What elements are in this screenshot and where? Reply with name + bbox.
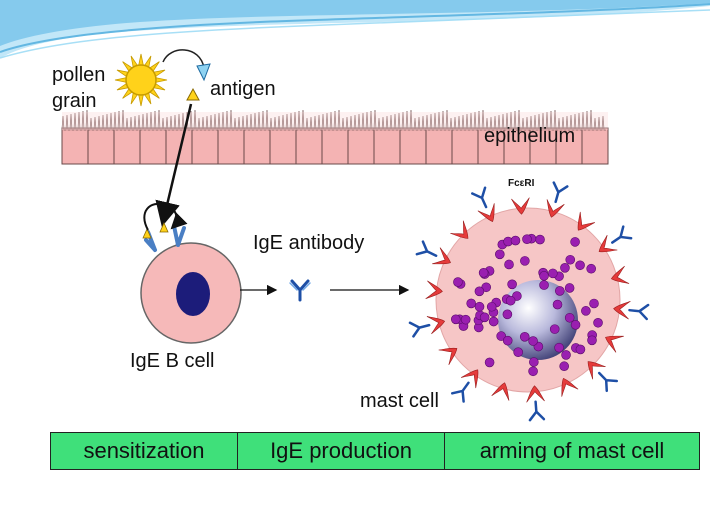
label-pollen: pollen <box>52 64 106 86</box>
label-antigen: antigen <box>210 78 276 100</box>
mast-cell <box>408 181 650 422</box>
label-grain: grain <box>52 90 97 112</box>
granules <box>450 233 603 377</box>
label-ige-antibody: IgE antibody <box>253 232 365 254</box>
label-ige-b-cell: IgE B cell <box>130 350 215 372</box>
antigen-icon <box>186 87 200 101</box>
antigen-path-arrow <box>155 103 193 227</box>
epithelium-layer <box>61 109 609 165</box>
release-arrow-icon <box>162 49 211 82</box>
pollen-grain-icon <box>114 53 168 107</box>
ige-antibody-icon <box>289 279 311 302</box>
stage-ige-production: IgE production <box>238 433 445 469</box>
label-mast-cell: mast cell <box>360 390 439 412</box>
header-wave <box>0 0 710 59</box>
stage-arming-of-mast-cell: arming of mast cell <box>479 438 665 463</box>
label-epithelium: epithelium <box>484 125 576 147</box>
stage-bar: sensitization IgE production arming of m… <box>50 432 700 470</box>
b-cell-nucleus <box>176 272 210 316</box>
stage-sensitization: sensitization <box>51 433 238 469</box>
fceri-receptors <box>408 181 650 422</box>
label-fceri: FcεRI <box>508 178 535 189</box>
b-cell <box>140 202 242 344</box>
